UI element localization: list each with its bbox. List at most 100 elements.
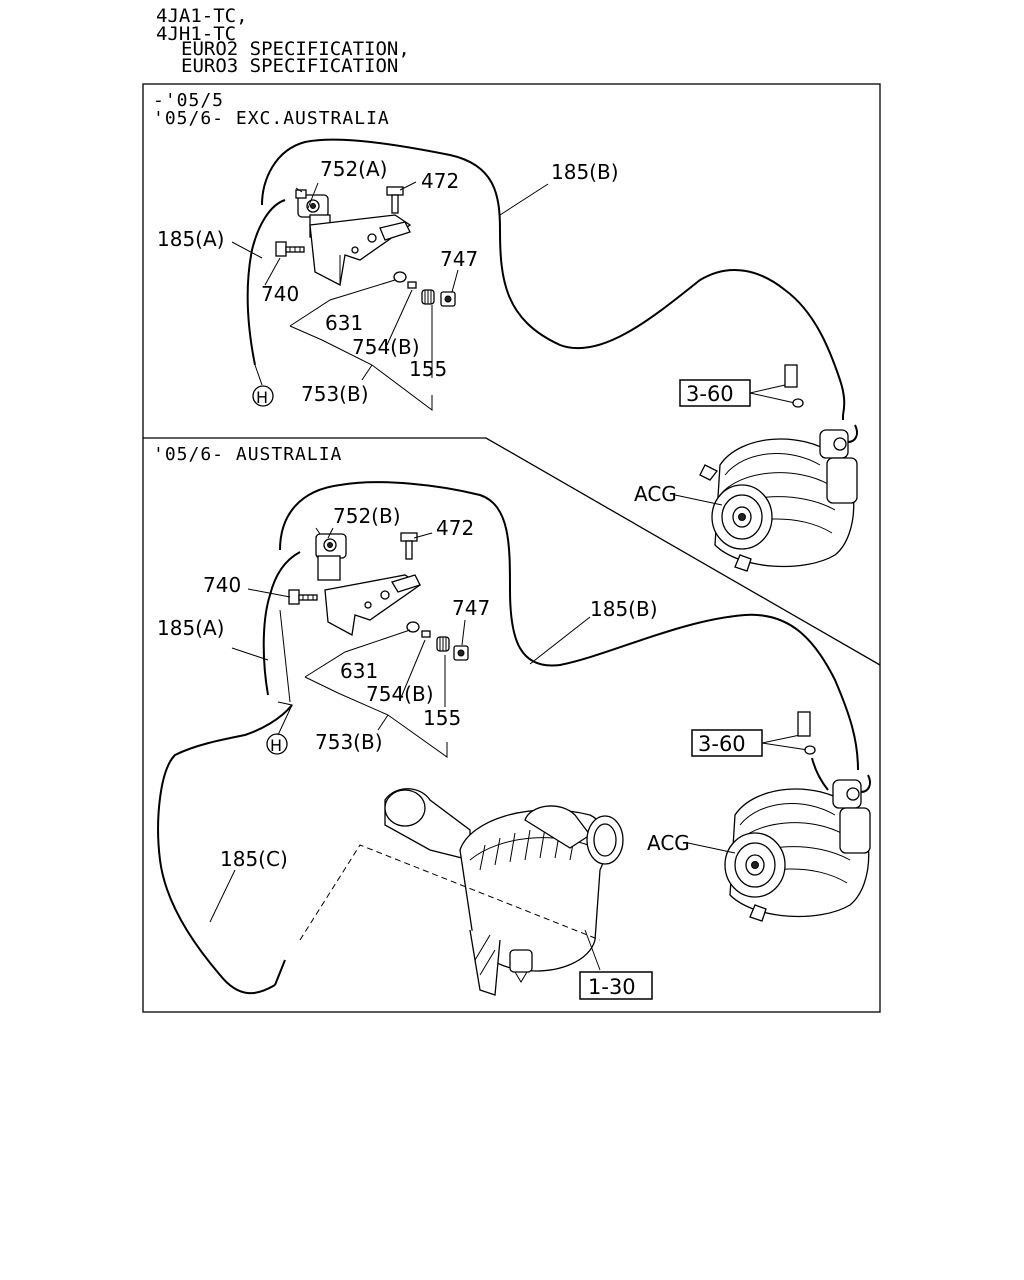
leader-185c-connection xyxy=(299,844,601,941)
hose-185b-bottom xyxy=(279,481,859,771)
collar-icon xyxy=(407,281,417,289)
bolt-icon xyxy=(386,186,404,214)
label-752a: 752(A) xyxy=(320,157,387,181)
label-754b-bottom: 754(B) xyxy=(366,682,434,706)
leader-acg-top xyxy=(674,494,723,506)
vacuum-pump-b-icon xyxy=(832,774,871,854)
label-acg-bottom: ACG xyxy=(647,831,690,855)
header-line-2: 4JH1-TC xyxy=(156,23,236,45)
label-185a-top: 185(A) xyxy=(157,227,224,251)
ref-1-30: 1-30 xyxy=(588,975,636,999)
label-754b-top: 754(B) xyxy=(352,335,420,359)
leader-740-bottom xyxy=(247,588,291,598)
bushing-b-icon xyxy=(436,636,450,652)
leader-185a-bottom xyxy=(231,647,269,661)
leader-631-bottom-b xyxy=(304,676,339,694)
bracket-b-icon xyxy=(324,574,422,637)
leader-631-top xyxy=(289,279,396,327)
leader-3-60-bottom xyxy=(761,734,809,751)
ref-box-3-60-bottom xyxy=(691,729,763,757)
h-marker-bottom: H xyxy=(266,733,288,755)
label-472-bottom: 472 xyxy=(436,516,474,540)
label-631-bottom: 631 xyxy=(340,659,378,683)
ref-3-60-top: 3-60 xyxy=(686,382,734,406)
leader-472-top xyxy=(399,181,417,191)
vsv-valve-b-icon xyxy=(315,527,347,581)
condition-top-1: -'05/5 xyxy=(153,90,224,111)
leader-753-bottom-b xyxy=(377,714,389,731)
clip-top xyxy=(792,398,804,408)
bolt-740-icon xyxy=(275,241,305,257)
leader-185c xyxy=(209,869,236,923)
leader-h-bottom xyxy=(277,701,293,736)
section-top: -'05/5 '05/6- EXC.AUSTRALIA xyxy=(153,90,858,572)
pipe-fitting-top xyxy=(784,364,798,388)
label-753b-bottom: 753(B) xyxy=(315,730,383,754)
label-185a-bottom: 185(A) xyxy=(157,616,224,640)
vacuum-pump-icon xyxy=(819,424,858,504)
ref-box-3-60-top xyxy=(679,379,751,407)
leader-185a-top xyxy=(231,241,263,259)
ref-3-60-bottom: 3-60 xyxy=(698,732,746,756)
leader-185b-bottom xyxy=(529,616,591,665)
ref-box-1-30 xyxy=(579,971,653,1000)
diagram-frame xyxy=(142,83,881,1013)
label-740-bottom: 740 xyxy=(203,573,241,597)
nut-icon xyxy=(440,291,456,307)
leader-747-top xyxy=(451,269,459,293)
label-acg-top: ACG xyxy=(634,482,677,506)
bushing-icon xyxy=(421,289,435,305)
leader-h-top xyxy=(254,364,263,386)
leader-753-bottom xyxy=(337,692,448,758)
label-155-bottom: 155 xyxy=(423,706,461,730)
washer-icon xyxy=(393,271,407,283)
label-631-top: 631 xyxy=(325,311,363,335)
label-185b-bottom: 185(B) xyxy=(590,597,658,621)
bracket-icon xyxy=(309,214,412,286)
label-185b-top: 185(B) xyxy=(551,160,619,184)
header-line-3: EURO2 SPECIFICATION, xyxy=(181,38,410,60)
label-185c: 185(C) xyxy=(220,847,288,871)
leader-3-60-top xyxy=(749,384,796,404)
label-747-top: 747 xyxy=(440,247,478,271)
label-752b: 752(B) xyxy=(333,504,401,528)
air-cleaner-icon xyxy=(384,788,624,996)
label-472-top: 472 xyxy=(421,169,459,193)
hose-vacuum-bottom xyxy=(811,757,829,791)
hose-185a-top xyxy=(246,199,286,366)
leader-753-top xyxy=(321,339,433,411)
collar-b-icon xyxy=(421,630,431,638)
bolt-472-b-icon xyxy=(400,532,418,560)
clip-bottom xyxy=(804,745,816,755)
leader-753-top-b xyxy=(361,364,373,381)
section-bottom: '05/6- AUSTRALIA xyxy=(153,444,871,1000)
washer-b-icon xyxy=(406,621,420,633)
hose-185c-end xyxy=(274,959,286,986)
leader-754-bottom xyxy=(399,639,426,701)
bolt-740-b-icon xyxy=(288,589,318,605)
hose-185b-top xyxy=(261,138,846,416)
header: 4JA1-TC, 4JH1-TC EURO2 SPECIFICATION, EU… xyxy=(156,5,410,77)
leader-747-bottom xyxy=(461,619,466,646)
h-marker-top-label: H xyxy=(256,388,268,407)
nut-b-icon xyxy=(453,645,469,661)
section-divider xyxy=(143,437,881,666)
leader-631-bracket xyxy=(289,325,323,341)
condition-top-2: '05/6- EXC.AUSTRALIA xyxy=(153,108,390,129)
label-740-top: 740 xyxy=(261,282,299,306)
leader-h-bottom-b xyxy=(279,609,291,703)
label-155-top: 155 xyxy=(409,357,447,381)
leader-754-top xyxy=(386,289,413,346)
hose-185a-bottom xyxy=(262,551,301,696)
leader-752b xyxy=(327,527,334,539)
header-line-4: EURO3 SPECIFICATION xyxy=(181,55,398,77)
hose-185c xyxy=(157,704,293,995)
pipe-fitting-bottom xyxy=(797,711,811,737)
alternator-icon xyxy=(699,438,855,572)
condition-bottom-1: '05/6- AUSTRALIA xyxy=(153,444,342,465)
h-marker-bottom-label: H xyxy=(270,736,282,755)
leader-631-bottom xyxy=(304,629,411,678)
header-line-1: 4JA1-TC, xyxy=(156,5,248,27)
leader-185b-top xyxy=(499,183,549,216)
